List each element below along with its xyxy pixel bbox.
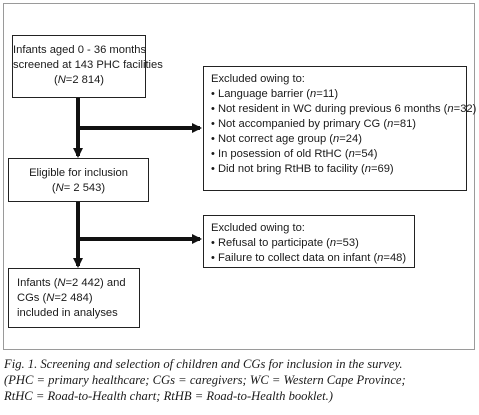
included-infants: Infants (N=2 442) and xyxy=(17,277,126,289)
caption-line-3: RtHC = Road-to-Health chart; RtHB = Road… xyxy=(4,389,333,403)
included-box: Infants (N=2 442) and CGs (N=2 484) incl… xyxy=(8,268,140,328)
included-label: included in analyses xyxy=(17,307,118,319)
excluded-1-item: • Not accompanied by primary CG (n=81) xyxy=(211,118,417,130)
eligible-box: Eligible for inclusion (N= 2 543) xyxy=(8,158,149,202)
screened-count: (N=2 814) xyxy=(53,74,105,86)
excluded-box-2: Excluded owing to: • Refusal to particip… xyxy=(203,215,415,268)
excluded-1-title: Excluded owing to: xyxy=(211,73,305,85)
screened-line2: screened at 143 PHC facilities xyxy=(13,59,163,71)
screened-box: Infants aged 0 - 36 months screened at 1… xyxy=(12,35,163,98)
eligible-count: (N= 2 543) xyxy=(51,182,106,194)
caption-line-2: (PHC = primary healthcare; CGs = caregiv… xyxy=(4,373,406,387)
included-cgs: CGs (N=2 484) xyxy=(17,292,93,304)
caption-line-1: Fig. 1. Screening and selection of child… xyxy=(4,357,403,371)
excluded-1-item: • Not correct age group (n=24) xyxy=(211,133,362,145)
excluded-1-item: • Language barrier (n=11) xyxy=(211,88,339,100)
excluded-2-title: Excluded owing to: xyxy=(211,222,305,234)
excluded-1-item: • Not resident in WC during previous 6 m… xyxy=(211,103,477,115)
excluded-1-item: • In posession of old RtHC (n=54) xyxy=(211,148,378,160)
excluded-2-item: • Failure to collect data on infant (n=4… xyxy=(211,252,407,264)
eligible-title: Eligible for inclusion xyxy=(29,167,128,179)
figure-caption: Fig. 1. Screening and selection of child… xyxy=(4,356,476,404)
excluded-box-1: Excluded owing to: • Language barrier (n… xyxy=(203,66,477,191)
screened-line1: Infants aged 0 - 36 months xyxy=(13,44,147,56)
excluded-1-item: • Did not bring RtHB to facility (n=69) xyxy=(211,163,394,175)
excluded-2-item: • Refusal to participate (n=53) xyxy=(211,237,359,249)
